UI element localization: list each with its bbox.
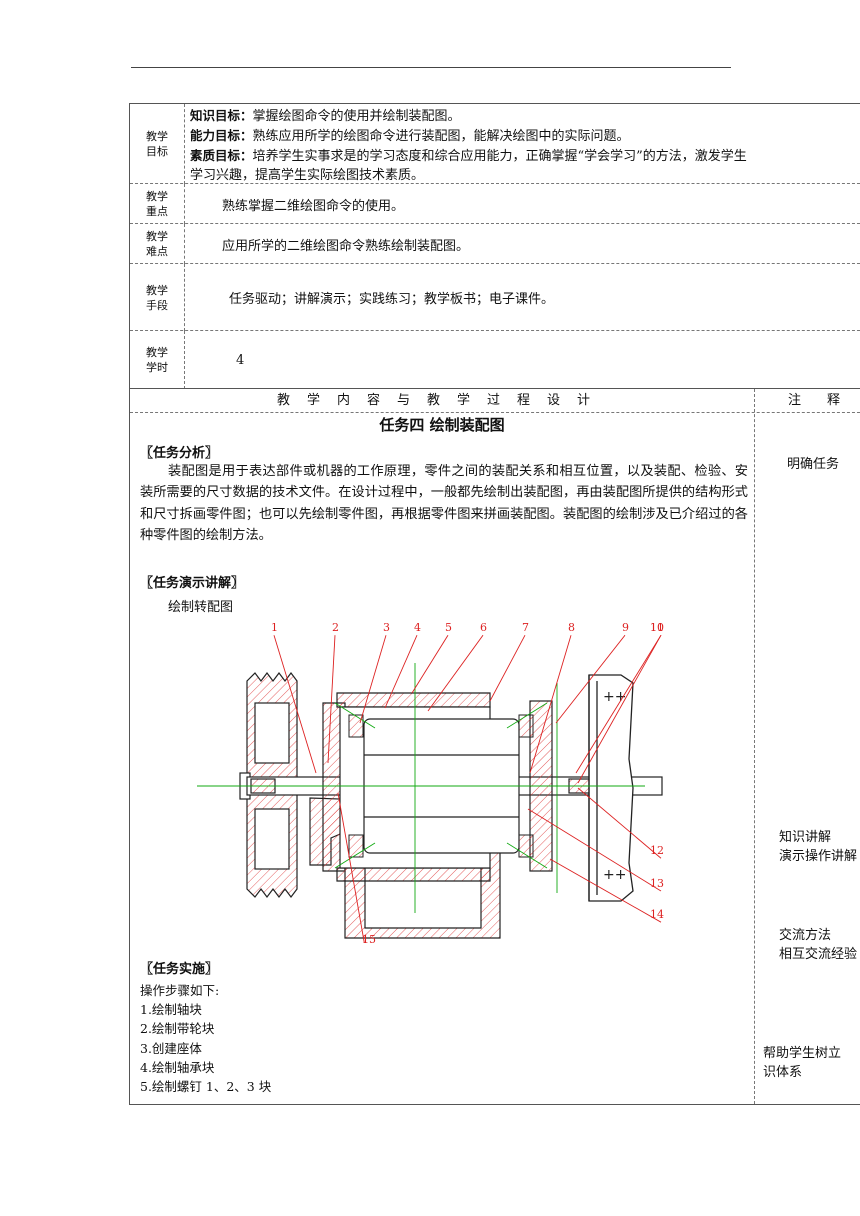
task-title: 任务四 绘制装配图 xyxy=(379,416,505,434)
note-knowledge-system: 帮助学生树立 识体系 xyxy=(763,1046,842,1080)
list-item: 4.绘制轴承块 xyxy=(140,1059,215,1075)
part-label: 5 xyxy=(445,623,452,634)
note-exchange: 交流方法 相互交流经验 xyxy=(779,928,858,962)
key-points-row: 教学重点 熟练掌握二维绘图命令的使用。 xyxy=(130,183,860,224)
part-label: 14 xyxy=(650,908,664,921)
end-flange: ++ ++ xyxy=(588,674,634,902)
demo-heading: 〖任务演示讲解〗 xyxy=(140,576,245,591)
pulley xyxy=(239,672,298,898)
leader-line xyxy=(577,787,662,859)
knowledge-goal-title: 知识目标： xyxy=(190,108,253,123)
part-label: 12 xyxy=(650,844,664,857)
leader-line xyxy=(337,792,366,947)
list-item: 操作步骤如下: xyxy=(140,983,220,998)
methods-row: 教学手段 任务驱动；讲解演示；实践练习；教学板书；电子课件。 xyxy=(130,263,860,331)
leader-line xyxy=(427,634,484,712)
hours-text: 4 xyxy=(236,352,245,368)
leader-line xyxy=(273,635,317,774)
key-points-text: 熟练掌握二维绘图命令的使用。 xyxy=(222,198,405,214)
quality-goal-title: 素质目标： xyxy=(190,148,253,163)
difficulties-row: 教学难点 应用所学的二维绘图命令熟练绘制装配图。 xyxy=(130,223,860,264)
difficulties-text: 应用所学的二维绘图命令熟练绘制装配图。 xyxy=(222,238,470,254)
objectives-text: 知识目标：掌握绘图命令的使用并绘制装配图。 能力目标：熟练应用所学的绘图命令进行… xyxy=(190,106,860,185)
leader-line xyxy=(575,634,662,774)
notes-header: 注释 xyxy=(788,393,860,408)
notes-column-divider xyxy=(754,389,755,1104)
methods-text: 任务驱动；讲解演示；实践练习；教学板书；电子课件。 xyxy=(229,292,555,307)
part-label: 10 xyxy=(650,623,664,634)
note-knowledge: 知识讲解 演示操作讲解 xyxy=(779,830,858,864)
list-item: 2.绘制带轮块 xyxy=(140,1021,215,1037)
part-label: 1 xyxy=(271,623,278,634)
leader-line xyxy=(384,635,418,709)
leader-line xyxy=(549,858,662,923)
part-label: 13 xyxy=(650,877,664,890)
hours-row: 教学学时 4 xyxy=(130,330,860,389)
quality-goal-text-cont: 学习兴趣，提高学生实际绘图技术素质。 xyxy=(190,168,425,183)
header-rule xyxy=(131,67,731,68)
knowledge-goal-text: 掌握绘图命令的使用并绘制装配图。 xyxy=(252,109,461,124)
implement-heading: 〖任务实施〗 xyxy=(140,962,219,977)
analysis-heading: 〖任务分析〗 xyxy=(140,446,219,461)
demo-subtitle: 绘制转配图 xyxy=(168,600,234,615)
design-header: 教学内容与教学过程设计 xyxy=(276,393,607,408)
part-label: 4 xyxy=(414,623,421,634)
note-clarify-task: 明确任务 xyxy=(787,457,840,472)
leader-line xyxy=(411,634,449,694)
ability-goal-text: 熟练应用所学的绘图命令进行装配图，能解决绘图中的实际问题。 xyxy=(252,129,630,144)
leader-line xyxy=(527,808,662,892)
row-label: 教学 目标 xyxy=(130,104,185,184)
part-label: 15 xyxy=(362,933,376,943)
list-item: 5.绘制螺钉 1、2、3 块 xyxy=(140,1079,272,1095)
leader-line xyxy=(489,634,526,702)
part-label: 7 xyxy=(522,623,529,634)
objectives-row: 教学 目标 知识目标：掌握绘图命令的使用并绘制装配图。 能力目标：熟练应用所学的… xyxy=(130,103,860,184)
leader-line xyxy=(359,635,387,724)
leader-line xyxy=(555,634,626,724)
svg-text:++: ++ xyxy=(603,867,626,883)
part-label: 9 xyxy=(622,623,629,634)
ability-goal-title: 能力目标： xyxy=(190,128,253,143)
leader-line xyxy=(577,634,662,784)
lesson-plan-table: 教学 目标 知识目标：掌握绘图命令的使用并绘制装配图。 能力目标：熟练应用所学的… xyxy=(129,103,860,1105)
centerlines xyxy=(197,663,645,913)
list-item: 3.创建座体 xyxy=(140,1040,202,1056)
analysis-paragraph: 装配图是用于表达部件或机器的工作原理，零件之间的装配关系和相互位置，以及装配、检… xyxy=(140,464,748,544)
part-label: 11 xyxy=(650,623,664,634)
leader-lines xyxy=(273,634,662,947)
part-label: 6 xyxy=(480,623,487,634)
leader-line xyxy=(529,635,572,774)
step-list: 操作步骤如下: 1.绘制轴块 2.绘制带轮块 3.创建座体 4.绘制轴承块 5.… xyxy=(140,981,271,1096)
bearings xyxy=(348,714,534,858)
part-label: 2 xyxy=(332,623,339,634)
list-item: 1.绘制轴块 xyxy=(140,1002,202,1018)
part-label: 8 xyxy=(568,623,575,634)
quality-goal-text: 培养学生实事求是的学习态度和综合应用能力，正确掌握“学会学习”的方法，激发学生 xyxy=(252,149,747,164)
leader-line xyxy=(327,635,336,764)
part-label: 3 xyxy=(383,623,390,634)
